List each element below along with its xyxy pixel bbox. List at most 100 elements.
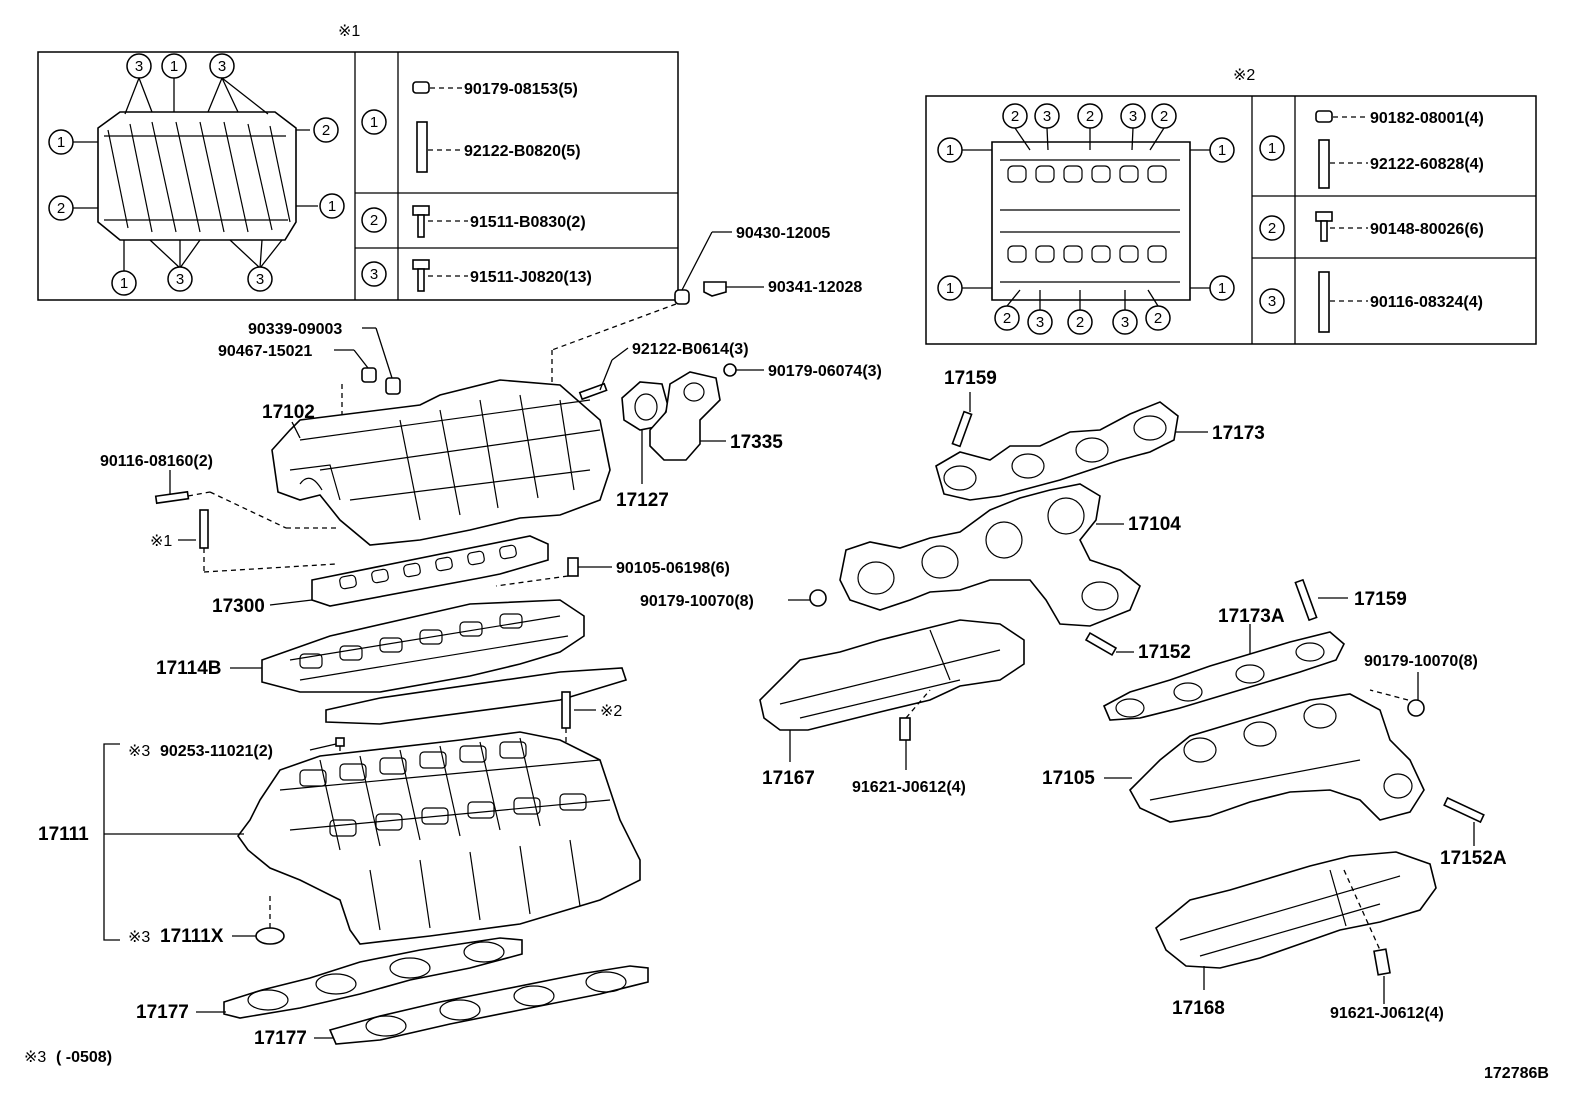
stud-90116-08160 bbox=[154, 490, 190, 505]
part-number: 92122-B0820(5) bbox=[464, 143, 581, 160]
label-17159: 17159 bbox=[1354, 589, 1407, 610]
label-17173A: 17173A bbox=[1218, 606, 1285, 627]
intake-plenum-17102 bbox=[271, 379, 611, 546]
gasket-17300 bbox=[311, 535, 549, 607]
manifold-top-view bbox=[991, 141, 1191, 301]
stud-icon bbox=[1318, 139, 1330, 189]
label-17102: 17102 bbox=[262, 402, 315, 423]
nut-90179-06074 bbox=[723, 363, 737, 377]
svg-text:3: 3 bbox=[218, 58, 226, 75]
nut-icon bbox=[1315, 110, 1333, 123]
heat-insulator-17168 bbox=[1155, 851, 1437, 969]
stud-17159-upper bbox=[951, 410, 973, 448]
nut-icon bbox=[412, 81, 430, 94]
label-17111X: 17111X bbox=[160, 926, 224, 947]
label-90179-10070: 90179-10070(8) bbox=[640, 593, 754, 610]
plug-17111X bbox=[255, 927, 285, 945]
label-91621: 91621-J0612(4) bbox=[852, 779, 966, 796]
svg-text:2: 2 bbox=[57, 200, 65, 217]
top-callout-labels: 90430-12005 90341-12028 90339-09003 9046… bbox=[100, 225, 882, 577]
part-number: 90148-80026(6) bbox=[1370, 221, 1484, 238]
svg-text:3: 3 bbox=[1036, 314, 1044, 331]
footnote-ref-mark: ※3 bbox=[24, 1049, 46, 1066]
svg-text:3: 3 bbox=[1121, 314, 1129, 331]
part-number: 91511-B0830(2) bbox=[470, 214, 586, 231]
svg-text:3: 3 bbox=[1268, 293, 1276, 310]
label-17114B: 17114B bbox=[156, 658, 222, 679]
lower-manifold-17111 bbox=[237, 731, 641, 945]
ref-mark-1: ※1 bbox=[150, 533, 172, 550]
bolt-90105-06198 bbox=[567, 557, 579, 577]
bolt-icon bbox=[1315, 211, 1333, 242]
label-17159: 17159 bbox=[944, 368, 997, 389]
label-17152: 17152 bbox=[1138, 642, 1191, 663]
nut-90179-10070-left bbox=[809, 589, 827, 607]
stud-17152A bbox=[1443, 796, 1485, 824]
svg-text:1: 1 bbox=[1218, 142, 1226, 159]
stud-icon bbox=[416, 121, 428, 173]
svg-text:3: 3 bbox=[176, 271, 184, 288]
label-17177: 17177 bbox=[254, 1028, 307, 1049]
bolt-icon bbox=[412, 205, 430, 238]
svg-text:3: 3 bbox=[1129, 108, 1137, 125]
svg-text:3: 3 bbox=[135, 58, 143, 75]
throttle-body-17335 bbox=[649, 371, 721, 461]
label-17152A: 17152A bbox=[1440, 848, 1507, 869]
stud-17159-right bbox=[1294, 578, 1318, 622]
label-90179-06074: 90179-06074(3) bbox=[768, 363, 882, 380]
svg-text:1: 1 bbox=[1218, 280, 1226, 297]
inset-table-2: ※2 1 1 1 1 2 3 2 3 2 2 3 2 3 bbox=[925, 67, 1537, 345]
label-90253: 90253-11021(2) bbox=[160, 743, 273, 760]
label-17127: 17127 bbox=[616, 490, 669, 511]
ref-mark-2: ※2 bbox=[600, 703, 622, 720]
stud-ref-2 bbox=[561, 691, 571, 729]
label-90341-12028: 90341-12028 bbox=[768, 279, 862, 296]
label-92122-B0614: 92122-B0614(3) bbox=[632, 341, 749, 358]
stud-92122-B0614 bbox=[578, 382, 608, 401]
label-90430-12005: 90430-12005 bbox=[736, 225, 830, 242]
svg-text:1: 1 bbox=[946, 280, 954, 297]
plug-90339 bbox=[385, 377, 401, 395]
svg-text:1: 1 bbox=[328, 198, 336, 215]
label-17105: 17105 bbox=[1042, 768, 1095, 789]
bolt-icon bbox=[412, 259, 430, 292]
svg-text:1: 1 bbox=[946, 142, 954, 159]
gasket-17173 bbox=[935, 401, 1179, 501]
label-90116-08160: 90116-08160(2) bbox=[100, 453, 213, 470]
label-17177: 17177 bbox=[136, 1002, 189, 1023]
svg-text:1: 1 bbox=[370, 114, 378, 131]
svg-text:3: 3 bbox=[1043, 108, 1051, 125]
part-number: 91511-J0820(13) bbox=[470, 269, 592, 286]
plug-90253 bbox=[335, 737, 345, 747]
label-90339-09003: 90339-09003 bbox=[248, 321, 342, 338]
plenum-top-view bbox=[97, 111, 297, 241]
exhaust-manifold-17104 bbox=[839, 483, 1141, 627]
intake-assembly: 17102 17335 17127 ※1 17300 bbox=[38, 231, 783, 1049]
bolt-91621-left bbox=[899, 717, 911, 741]
footnote-range: ( -0508) bbox=[56, 1049, 112, 1066]
heat-insulator-17167 bbox=[759, 619, 1025, 731]
svg-text:2: 2 bbox=[1086, 108, 1094, 125]
gasket-17177-lower bbox=[328, 965, 649, 1045]
label-91621: 91621-J0612(4) bbox=[1330, 1005, 1444, 1022]
diagram-id: 172786B bbox=[1484, 1065, 1549, 1082]
svg-text:1: 1 bbox=[120, 275, 128, 292]
bolt-91621-right bbox=[1373, 948, 1391, 976]
gasket-17177-upper bbox=[223, 937, 523, 1019]
label-17173: 17173 bbox=[1212, 423, 1265, 444]
gasket-17114B-lower bbox=[325, 667, 628, 725]
label-17335: 17335 bbox=[730, 432, 783, 453]
svg-text:2: 2 bbox=[1011, 108, 1019, 125]
svg-text:2: 2 bbox=[1160, 108, 1168, 125]
label-17300: 17300 bbox=[212, 596, 265, 617]
label-90179-10070: 90179-10070(8) bbox=[1364, 653, 1478, 670]
nut-90179-10070-right bbox=[1407, 699, 1425, 717]
svg-text:3: 3 bbox=[256, 271, 264, 288]
svg-text:1: 1 bbox=[57, 134, 65, 151]
svg-text:2: 2 bbox=[370, 212, 378, 229]
svg-text:1: 1 bbox=[1268, 140, 1276, 157]
gasket-90430 bbox=[674, 289, 690, 305]
ref-mark-3: ※3 bbox=[128, 743, 150, 760]
ref-mark-3: ※3 bbox=[128, 929, 150, 946]
